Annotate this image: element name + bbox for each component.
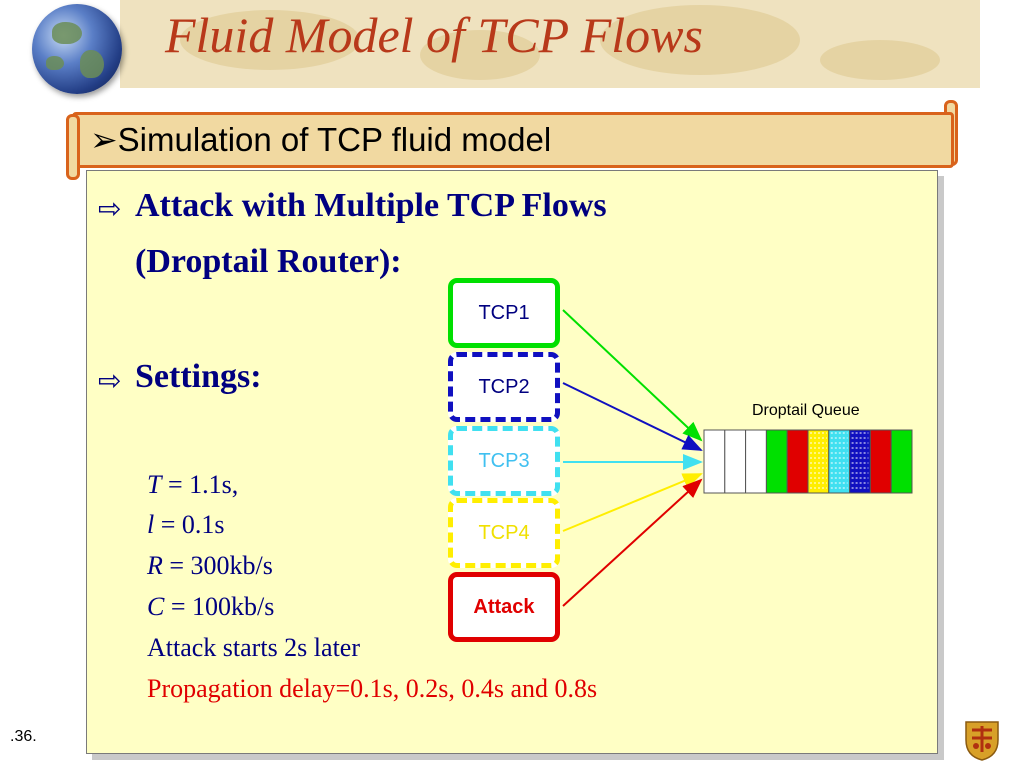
- section-banner: [72, 112, 954, 168]
- queue-slot: [869, 429, 892, 494]
- flow-box-tcp1: TCP1: [448, 278, 560, 348]
- header-map-background: [120, 0, 980, 88]
- flow-label-tcp3: TCP3: [478, 449, 530, 472]
- flow-label-tcp1: TCP1: [478, 301, 530, 324]
- flow-label-tcp4: TCP4: [478, 521, 530, 544]
- queue-slot: [807, 429, 830, 494]
- queue-slot: [786, 429, 809, 494]
- setting-var: l: [147, 510, 155, 539]
- setting-R: R = 300kb/s: [147, 551, 273, 581]
- droptail-queue: [703, 429, 913, 494]
- setting-var: C: [147, 592, 165, 621]
- setting-l: l = 0.1s: [147, 510, 225, 540]
- setting-value: = 0.1s: [154, 510, 225, 539]
- queue-slot: [745, 429, 767, 494]
- slide-number: .36.: [10, 728, 37, 745]
- globe-logo: [32, 4, 122, 94]
- setting-value: = 1.1s,: [161, 470, 239, 499]
- setting-C: C = 100kb/s: [147, 592, 274, 622]
- setting-propagation-delay: Propagation delay=0.1s, 0.2s, 0.4s and 0…: [147, 674, 598, 703]
- hollow-arrow-icon: ⇨: [98, 366, 122, 397]
- banner-heading-text: Simulation of TCP fluid model: [117, 121, 552, 158]
- setting-var: R: [147, 551, 163, 580]
- flow-label-tcp2: TCP2: [478, 375, 530, 398]
- setting-value: = 100kb/s: [164, 592, 275, 621]
- slide-title: Fluid Model of TCP Flows: [165, 7, 703, 63]
- banner-marker: ➢: [90, 121, 118, 158]
- setting-attack-start: Attack starts 2s later: [147, 633, 360, 662]
- flow-box-tcp4: TCP4: [448, 498, 560, 568]
- setting-value: = 300kb/s: [162, 551, 273, 580]
- hollow-arrow-icon: ⇨: [98, 194, 122, 225]
- setting-T: T = 1.1s,: [147, 470, 238, 500]
- banner-heading: ➢Simulation of TCP fluid model: [90, 120, 551, 159]
- flow-label-attack: Attack: [473, 595, 535, 618]
- queue-slot: [703, 429, 726, 494]
- queue-slot: [890, 429, 913, 494]
- flow-box-tcp3: TCP3: [448, 426, 560, 496]
- queue-slot: [724, 429, 747, 494]
- queue-slot: [828, 429, 851, 494]
- queue-slot: [765, 429, 788, 494]
- bullet-attack-line1: Attack with Multiple TCP Flows: [135, 187, 607, 224]
- bullet-settings: Settings:: [135, 358, 262, 395]
- queue-slot: [849, 429, 871, 494]
- bullet-attack-line2: (Droptail Router):: [135, 243, 402, 280]
- banner-scroll-left: [66, 114, 80, 180]
- flow-box-attack: Attack: [448, 572, 560, 642]
- setting-var: T: [147, 470, 162, 499]
- queue-label: Droptail Queue: [752, 402, 860, 419]
- university-crest-logo: [965, 721, 999, 761]
- flow-box-tcp2: TCP2: [448, 352, 560, 422]
